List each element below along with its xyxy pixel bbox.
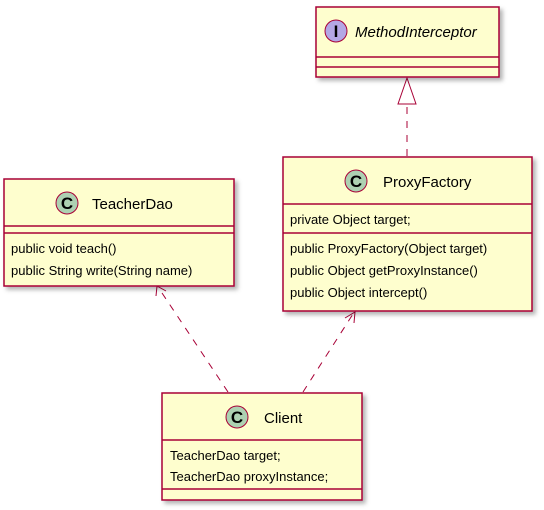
class-badge-icon: C [55,191,79,215]
stereotype-glyph: I [334,22,339,41]
field-row: TeacherDao proxyInstance; [170,469,328,484]
class-box-proxyfactory[interactable] [282,156,533,312]
dependency-arrowhead-proxyfactory [344,311,356,324]
stereotype-glyph: C [231,408,243,427]
class-name-teacherdao: TeacherDao [92,196,173,213]
stereotype-glyph: C [61,194,73,213]
method-row: public String write(String name) [11,263,192,278]
class-name-proxyfactory: ProxyFactory [383,174,472,191]
class-name-client: Client [264,410,303,427]
class-box-client[interactable] [161,392,363,501]
method-row: public ProxyFactory(Object target) [290,241,487,256]
dependency-edge-client-proxyfactory [302,311,356,393]
dependency-arrowhead-teacherdao [155,285,167,297]
method-row: public void teach() [11,241,117,256]
class-name-methodinterceptor: MethodInterceptor [355,24,478,41]
realization-arrowhead [397,76,417,105]
class-badge-icon: C [344,169,368,193]
stereotype-glyph: C [350,172,362,191]
class-box-methodinterceptor[interactable] [315,6,500,78]
relations [155,76,417,393]
field-row: TeacherDao target; [170,448,281,463]
interface-badge-icon: I [324,19,348,43]
method-row: public Object getProxyInstance() [290,263,478,278]
class-box-teacherdao[interactable] [3,178,235,287]
class-badge-icon: C [225,405,249,429]
method-row: public Object intercept() [290,285,427,300]
realization-edge-proxyfactory-methodinterceptor [397,76,417,156]
field-row: private Object target; [290,212,411,227]
dependency-edge-client-teacherdao [155,285,229,393]
